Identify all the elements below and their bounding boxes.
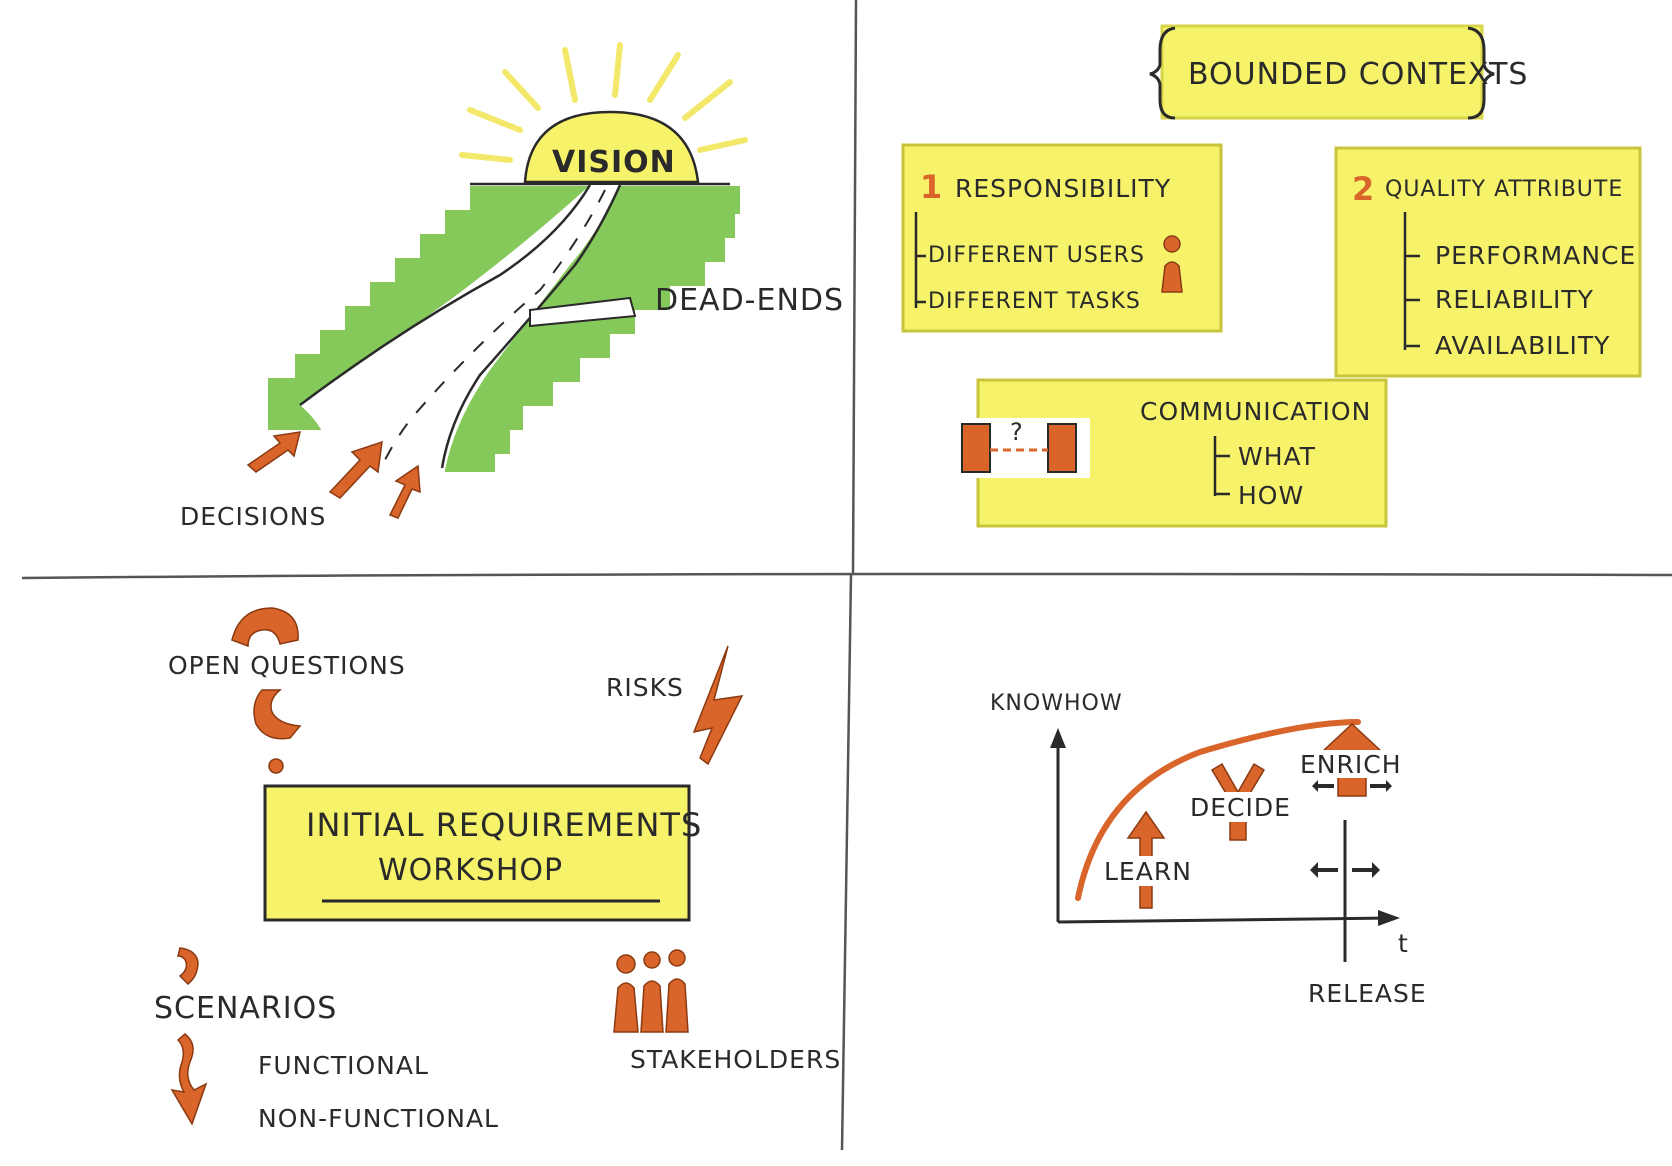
x-axis xyxy=(1057,916,1393,924)
stakeholders-icon xyxy=(613,949,689,1033)
vision-label: VISION xyxy=(552,145,676,180)
road-right-edge xyxy=(440,184,622,469)
knowhow-panel: KNOWHOW t RELEASE LEARN DECIDE ENRICH xyxy=(990,691,1427,1008)
scenarios-swirl-icon xyxy=(177,947,199,986)
vertical-divider-bottom xyxy=(840,574,853,1151)
workshop-box xyxy=(263,784,691,922)
enrich-move-arrows-icon xyxy=(1312,780,1392,792)
stakeholders-label: STAKEHOLDERS xyxy=(630,1045,841,1074)
left-brace xyxy=(1149,26,1176,120)
scenarios-arrow-icon xyxy=(170,1033,208,1126)
arrow-icon xyxy=(328,440,383,499)
time-axis-label: t xyxy=(1398,929,1409,958)
communication-question-mark: ? xyxy=(1010,418,1024,446)
context-link-icon xyxy=(961,423,1077,473)
bounded-contexts-title: BOUNDED CONTEXTS xyxy=(1188,57,1528,92)
workshop-box-line1: INITIAL REQUIREMENTS xyxy=(306,806,702,844)
y-axis-arrowhead-icon xyxy=(1050,728,1066,748)
responsibility-item: DIFFERENT USERS xyxy=(928,243,1145,268)
lightning-icon xyxy=(692,645,744,766)
bounded-contexts-title-box xyxy=(1160,24,1484,120)
x-axis-arrowhead-icon xyxy=(1378,910,1400,926)
decide-label: DECIDE xyxy=(1190,793,1291,822)
enrich-label-bg xyxy=(1296,750,1404,778)
workshop-panel: OPEN QUESTIONS RISKS INITIAL REQUIREMENT… xyxy=(154,607,841,1133)
road-center-dashes xyxy=(384,189,606,461)
responsibility-tree-line xyxy=(914,212,926,308)
user-icon xyxy=(1161,235,1183,293)
road-shape xyxy=(300,185,620,470)
sun-icon xyxy=(523,110,700,184)
dead-ends-label: DEAD-ENDS xyxy=(655,283,844,318)
learn-label-bg xyxy=(1098,856,1192,886)
quality-tree-line xyxy=(1403,212,1420,350)
question-mark-icon xyxy=(231,607,302,774)
decisions-label: DECISIONS xyxy=(180,502,326,531)
decide-label-bg xyxy=(1186,792,1292,822)
quality-number: 2 xyxy=(1352,170,1374,208)
open-questions-label: OPEN QUESTIONS xyxy=(168,651,406,680)
quality-item: PERFORMANCE xyxy=(1435,241,1636,270)
responsibility-number: 1 xyxy=(920,168,942,206)
bounded-contexts-panel: BOUNDED CONTEXTS 1 RESPONSIBILITY DIFFER… xyxy=(901,24,1642,528)
communication-item: HOW xyxy=(1238,481,1304,510)
communication-title: COMMUNICATION xyxy=(1140,397,1371,426)
release-label: RELEASE xyxy=(1308,979,1427,1008)
scenarios-label: SCENARIOS xyxy=(154,991,337,1026)
sun-rays-icon xyxy=(459,42,748,163)
vertical-divider-top xyxy=(851,0,858,576)
scenario-item: NON-FUNCTIONAL xyxy=(258,1104,499,1133)
knowhow-curve xyxy=(1075,719,1361,901)
quality-title: QUALITY ATTRIBUTE xyxy=(1385,177,1623,202)
enrich-label: ENRICH xyxy=(1300,750,1402,779)
quality-attribute-box xyxy=(1334,146,1642,378)
workshop-box-line2: WORKSHOP xyxy=(378,853,563,888)
dead-end-branch xyxy=(529,296,637,328)
communication-item: WHAT xyxy=(1238,442,1316,471)
arrow-icon xyxy=(388,464,421,519)
quadrant-dividers xyxy=(21,0,1672,1151)
responsibility-title: RESPONSIBILITY xyxy=(955,174,1171,203)
release-move-arrows-icon xyxy=(1310,862,1380,878)
learn-label: LEARN xyxy=(1104,857,1192,886)
arrow-icon xyxy=(246,431,302,473)
knowhow-axis-label: KNOWHOW xyxy=(990,691,1123,716)
right-brace xyxy=(1467,26,1495,120)
decision-arrows xyxy=(246,431,421,519)
responsibility-item: DIFFERENT TASKS xyxy=(928,289,1141,314)
scenario-item: FUNCTIONAL xyxy=(258,1051,429,1080)
vision-panel: VISION DEAD-ENDS xyxy=(180,42,844,531)
communication-tree-line xyxy=(1213,436,1230,496)
road-left-edge xyxy=(299,184,592,407)
risks-label: RISKS xyxy=(606,673,684,702)
horizontal-divider xyxy=(21,572,1672,580)
quality-item: AVAILABILITY xyxy=(1435,331,1610,360)
quality-item: RELIABILITY xyxy=(1435,285,1594,314)
